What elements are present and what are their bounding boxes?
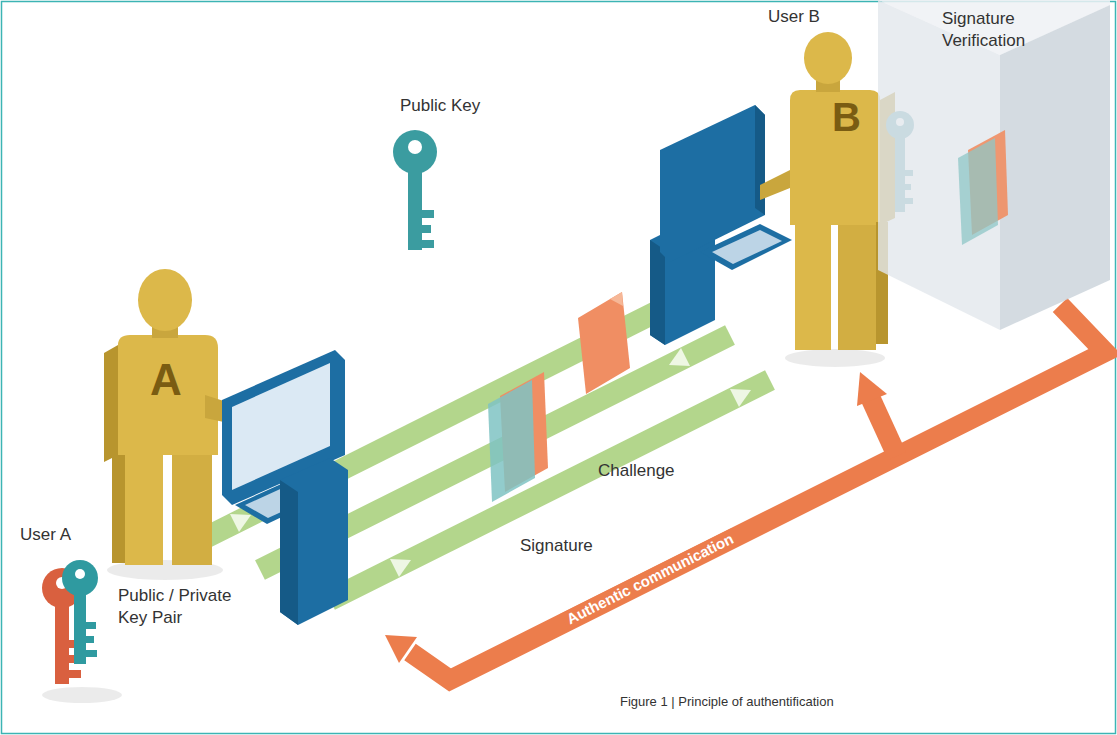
message-label: Challenge (598, 460, 675, 482)
node-text: Signature Verification (942, 8, 1054, 52)
track-arrowhead (730, 389, 751, 407)
figure-caption: Figure 1 | Principle of authentification (620, 694, 834, 711)
signature-document (488, 372, 548, 502)
tower-side (280, 480, 298, 625)
computer-b (650, 105, 792, 345)
verification-box: Signature Verification (870, 0, 1110, 340)
key-pair-label: Public / Private Key Pair (118, 585, 263, 629)
signature-sheet (488, 380, 535, 502)
document-fold (610, 292, 623, 306)
figure-leg (172, 455, 212, 565)
figure-leg (838, 225, 876, 350)
track-arrowhead (669, 348, 690, 366)
key-shadow (42, 687, 122, 703)
keyboard (700, 224, 792, 270)
cube-right-face (1000, 5, 1110, 330)
figure-torso (118, 335, 218, 455)
user-label: User A (20, 524, 71, 546)
public-key-shaft (74, 592, 86, 664)
figure-head (804, 32, 852, 84)
public-key-bow (62, 560, 98, 596)
key-label: Public Key (400, 95, 480, 117)
message-label: Signature (520, 535, 593, 557)
key-tooth (69, 670, 81, 678)
orange-arrowhead (385, 635, 417, 663)
figure-head (138, 269, 192, 331)
figure-leg (125, 455, 163, 565)
figure-shadow (785, 349, 885, 367)
figure-side (104, 345, 118, 462)
authentic-communication-band (385, 305, 1105, 680)
track-arrowhead (230, 514, 251, 532)
user-label: User B (768, 6, 820, 28)
computer-a (222, 350, 348, 625)
document-sheet (578, 292, 630, 394)
key-hole (408, 140, 422, 154)
figure-leg (795, 225, 831, 350)
user-letter: B (832, 95, 861, 139)
figure-leg-side (112, 455, 125, 563)
challenge-document (578, 292, 630, 394)
orange-band (410, 305, 1105, 680)
key-bow (393, 130, 437, 174)
figure-torso (790, 90, 880, 225)
keyboard-keys (712, 230, 782, 264)
key-tooth (86, 622, 96, 629)
key-tooth (86, 636, 94, 643)
signature-track (330, 380, 770, 600)
verification-cube (870, 0, 1110, 340)
key-shaft (408, 170, 422, 250)
tower (280, 458, 348, 625)
figure-arm (760, 170, 790, 200)
track-arrowhead (390, 559, 411, 577)
key-tooth (422, 210, 434, 218)
user-letter: A (150, 356, 182, 404)
orange-arrowhead (857, 372, 887, 406)
key-tooth (422, 240, 434, 248)
private-key-shaft (55, 604, 69, 684)
user-b-figure (760, 32, 895, 367)
public-key-icon (393, 130, 437, 250)
tower-side (650, 240, 665, 345)
key-tooth (86, 650, 97, 657)
key-pair-icon (42, 560, 122, 703)
orange-band-branch (870, 397, 897, 456)
key-hole (75, 569, 85, 579)
key-tooth (422, 225, 431, 233)
verified-signature (958, 138, 998, 245)
